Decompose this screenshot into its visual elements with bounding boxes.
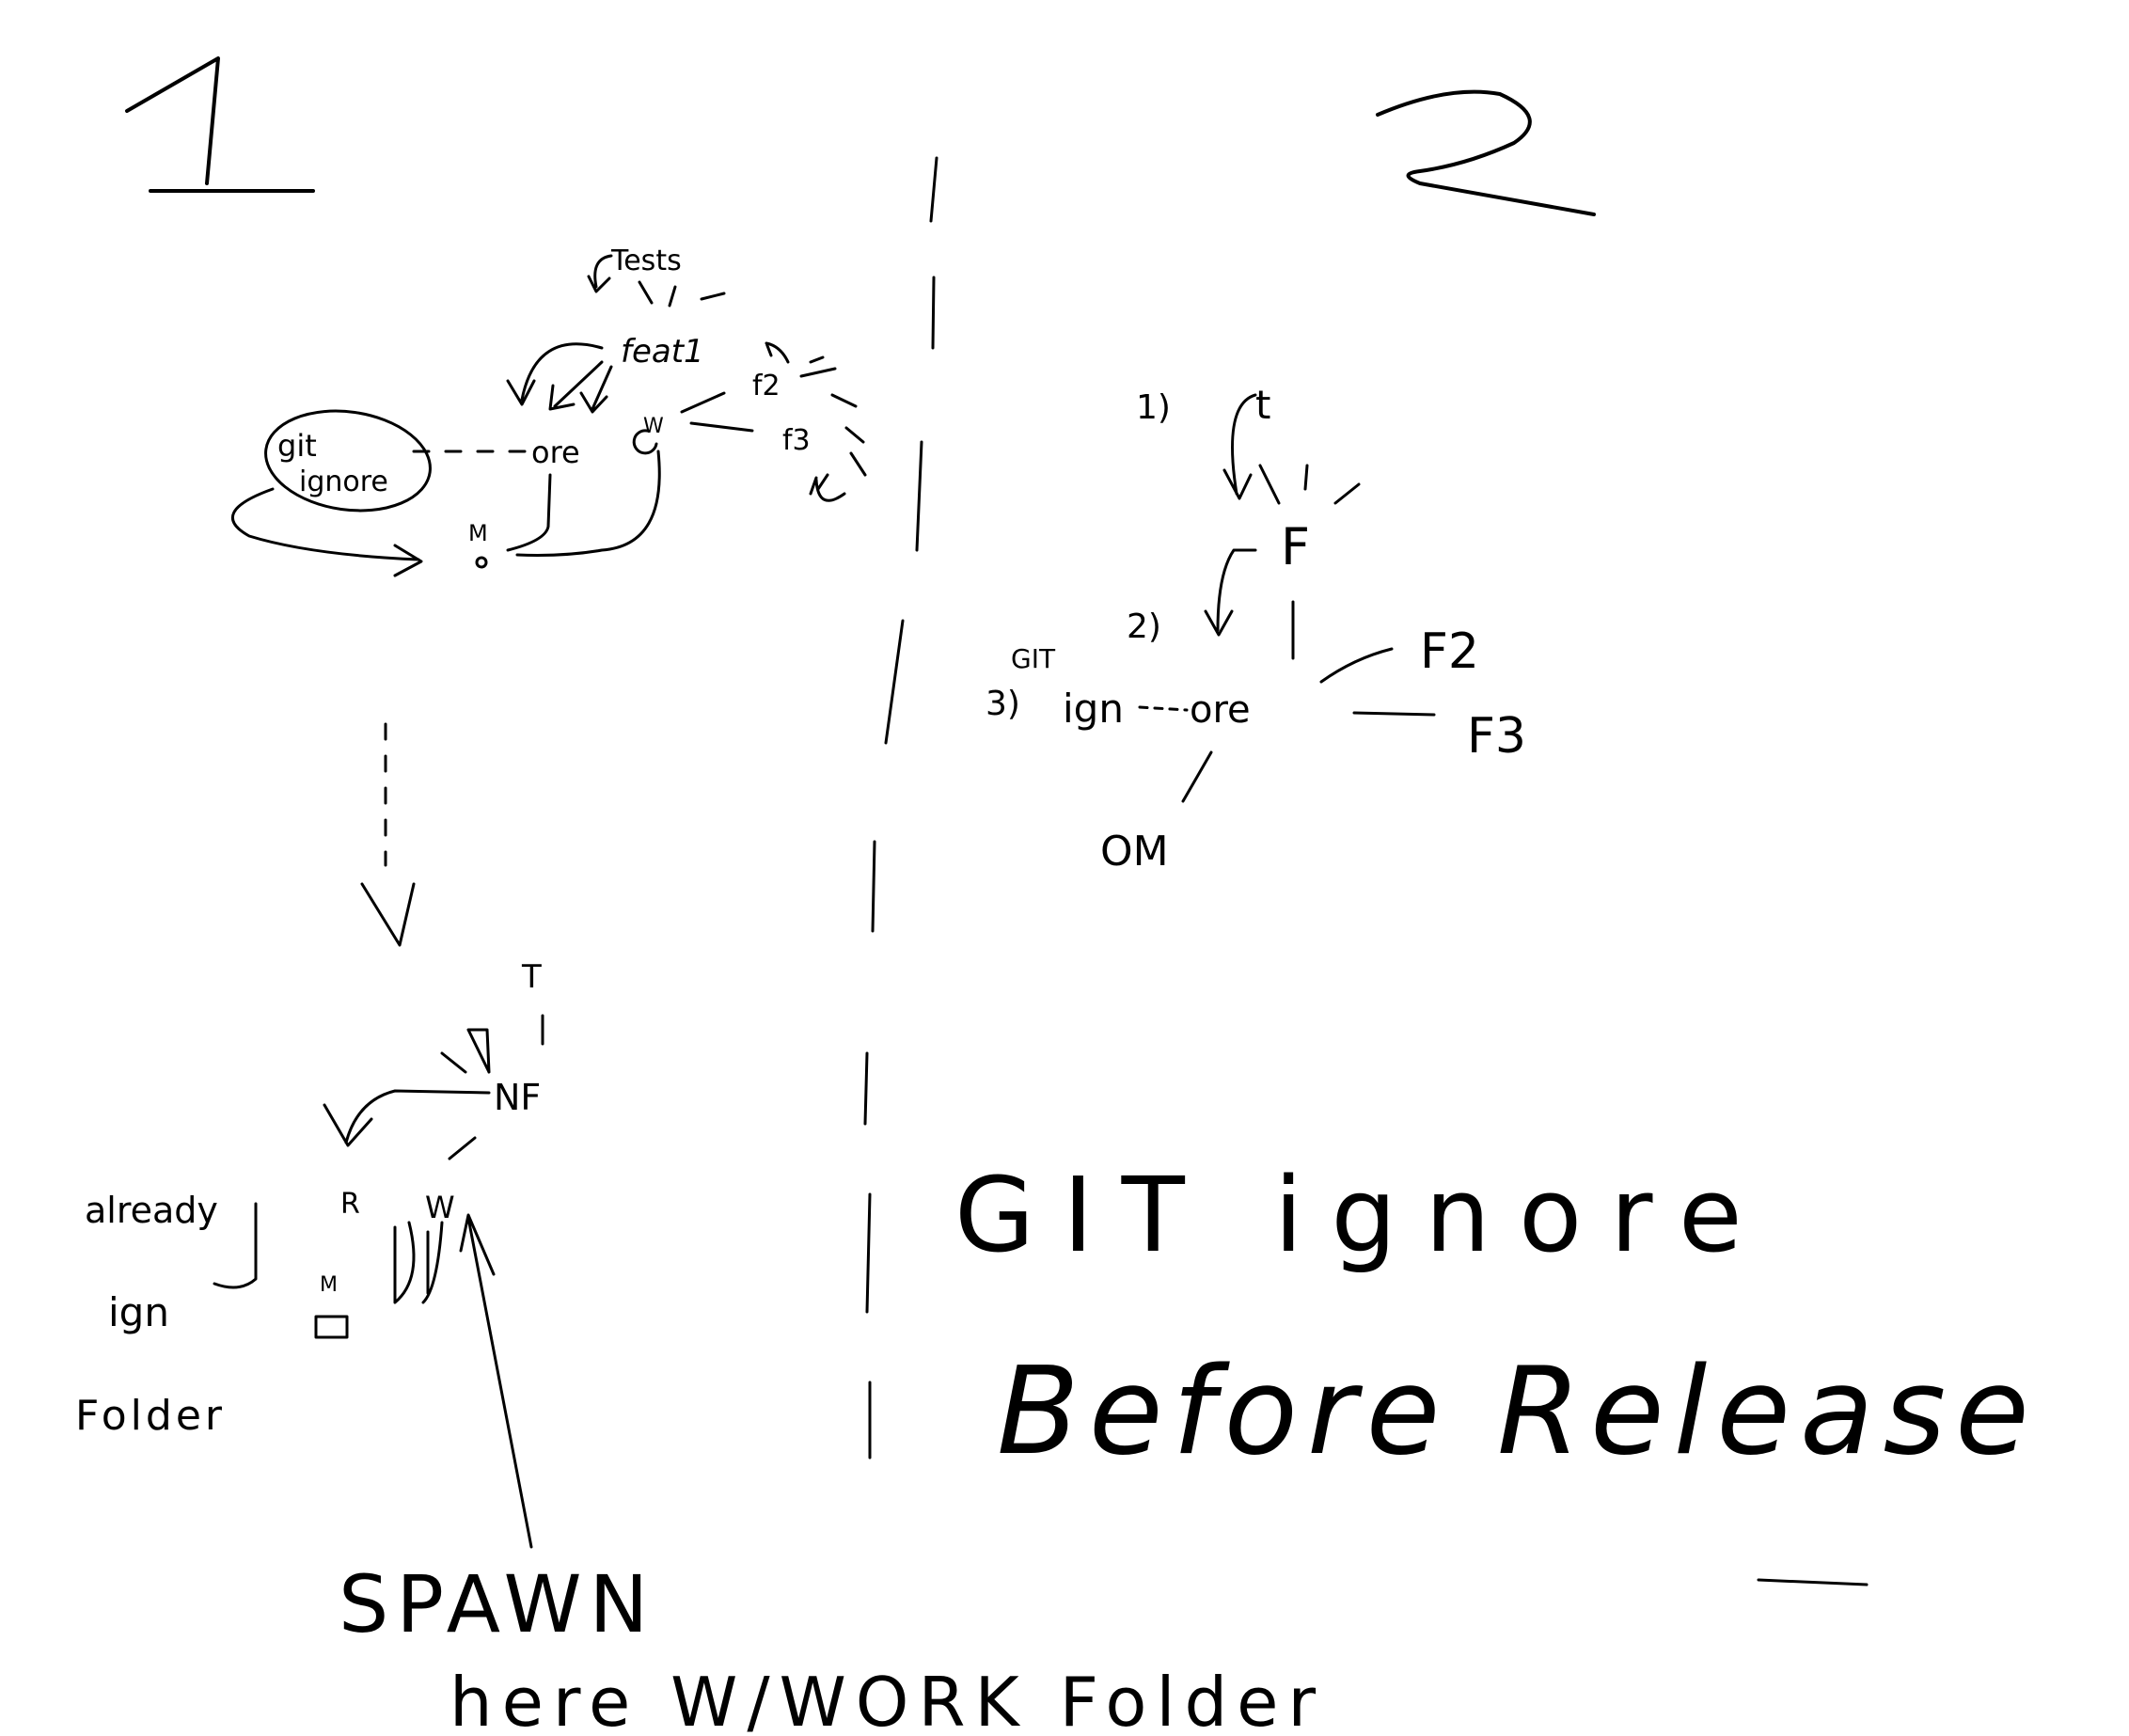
note-git-ignore: GIT ignore <box>954 1155 1771 1275</box>
panel-2-diagram: 1) t F 2) GIT 3) ign ore F2 F3 OM <box>986 382 1526 876</box>
git-ignore-circle <box>264 409 432 513</box>
panel-1-down-arrowhead <box>360 882 416 947</box>
ore-right-label: ore <box>1190 688 1251 732</box>
ore-to-om-line <box>1181 750 1213 803</box>
panel-2-number-stroke <box>1376 89 1596 216</box>
ore-to-m <box>506 473 552 552</box>
m-node <box>475 556 488 569</box>
feat-arrows <box>506 342 613 414</box>
f-label: F <box>1281 517 1310 576</box>
already-brace <box>213 1202 258 1289</box>
already-label: already <box>85 1190 218 1231</box>
spawn-arrow <box>459 1213 533 1549</box>
w-bottom-label: W <box>425 1190 455 1225</box>
m-bottom-label: M <box>320 1273 338 1297</box>
panel-2: 2 1) t F 2) GIT 3) ign ore F2 F3 OM GIT … <box>954 89 2039 1586</box>
step1-label: 1) <box>1136 388 1171 427</box>
note-before-release: Before Release <box>997 1342 2039 1482</box>
git-small-label: GIT <box>1011 643 1056 674</box>
w-to-m <box>515 450 661 557</box>
panel-divider <box>863 156 938 1460</box>
panel-1-top-diagram: Tests feat1 f2 f3 W git ignore ore <box>230 245 867 577</box>
f2-right-label: F2 <box>1420 623 1479 680</box>
panel-1-bottom-diagram: T NF R W already ign M Folder SPAWN here… <box>75 958 1325 1736</box>
f2-label: f2 <box>752 370 781 402</box>
w-label: W <box>643 415 664 438</box>
t-label: T <box>521 958 542 996</box>
here-work-folder-label: here W/WORK Folder <box>449 1663 1325 1736</box>
ore-label: ore <box>531 434 580 470</box>
f-rays <box>1258 464 1361 505</box>
git-ignore-line1: git <box>277 428 317 464</box>
panel-1: 1 Tests feat1 f2 f3 W git ignore <box>75 56 1325 1736</box>
f-to-step2-arrow <box>1204 548 1257 637</box>
tests-arrow <box>587 254 613 293</box>
panel-1-number-stroke <box>125 56 315 193</box>
nf-to-r-arrow <box>323 1089 491 1147</box>
f3-right-label: F3 <box>1467 708 1526 765</box>
m-label: M <box>468 520 488 546</box>
note-underline-tail <box>1757 1578 1869 1586</box>
git-ignore-loop-arrow <box>230 487 423 577</box>
f3-label: f3 <box>782 424 811 457</box>
f2-f3-rays <box>765 341 867 502</box>
git-ignore-line2: ignore <box>299 466 388 498</box>
m-bottom-node <box>314 1315 349 1339</box>
om-label: OM <box>1100 828 1169 876</box>
w-node <box>632 429 658 455</box>
ign-label: ign <box>108 1289 169 1335</box>
spawn-brackets <box>393 1221 444 1304</box>
spawn-label: SPAWN <box>339 1558 655 1650</box>
nf-hook-arrow <box>440 1028 491 1074</box>
ore-to-f3-line <box>1352 711 1436 717</box>
tests-rays <box>638 280 726 308</box>
folder-label: Folder <box>75 1392 226 1440</box>
nf-to-w-line <box>448 1136 477 1160</box>
t-top-label: t <box>1255 382 1270 428</box>
nf-label: NF <box>494 1077 541 1118</box>
ore-to-f2-line <box>1319 647 1394 684</box>
r-label: R <box>340 1188 360 1221</box>
feat-label: feat1 <box>621 333 704 371</box>
w-to-f2 <box>680 391 754 433</box>
ign-right-label: ign <box>1063 686 1124 732</box>
ign-to-ore-dashed <box>1138 705 1189 712</box>
step2-label: 2) <box>1127 608 1161 646</box>
step3-label: 3) <box>986 685 1020 723</box>
tests-label: Tests <box>610 245 682 277</box>
t-to-f-arrow <box>1222 393 1257 500</box>
